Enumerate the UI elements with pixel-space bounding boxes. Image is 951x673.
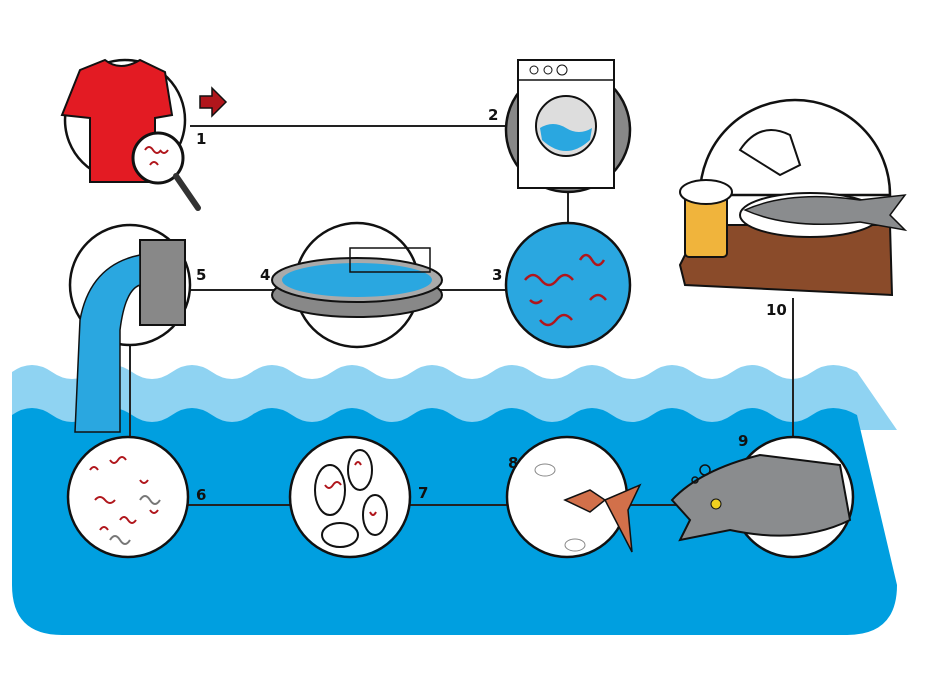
step-label-1: 1: [196, 130, 206, 148]
step-label-5: 5: [196, 266, 206, 284]
arrow-icon: [199, 86, 228, 118]
step-label-8: 8: [508, 454, 518, 472]
shirt-magnifier-icon: [60, 58, 228, 211]
large-fish-icon: [670, 435, 855, 559]
step-label-2: 2: [488, 106, 498, 124]
step-label-4: 4: [260, 266, 270, 284]
step-label-6: 6: [196, 486, 206, 504]
sea-water: [12, 408, 897, 635]
step-label-7: 7: [418, 484, 428, 502]
small-fish-icon: [505, 435, 642, 559]
outflow-pipe-icon: [68, 223, 192, 433]
fish-dinner-icon: [678, 98, 908, 297]
step-label-9: 9: [738, 432, 748, 450]
washing-machine-icon: [504, 59, 632, 194]
treatment-tank-icon: [271, 221, 443, 349]
microfibers-in-water-icon: [504, 221, 632, 349]
step-label-3: 3: [492, 266, 502, 284]
plankton-icon: [288, 435, 412, 559]
step-label-10: 10: [766, 301, 787, 319]
microfibers-in-sea-icon: [66, 435, 190, 559]
